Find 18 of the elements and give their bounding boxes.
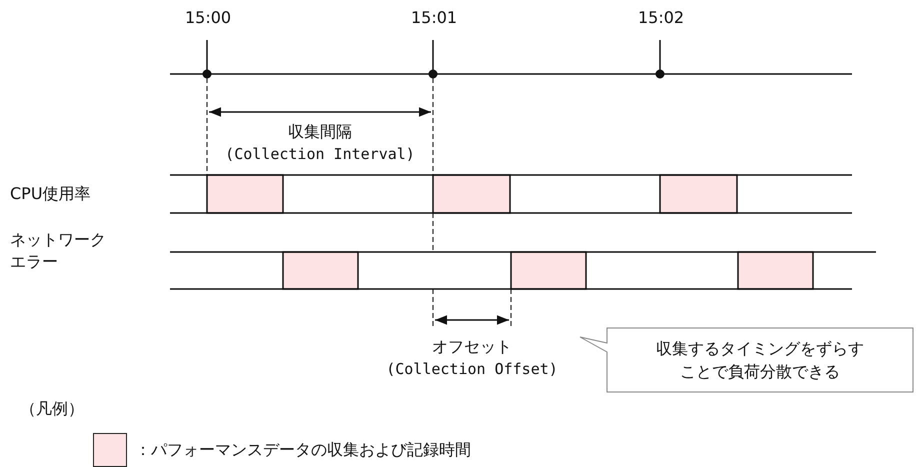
- collection-period-block: [432, 174, 511, 214]
- collection-period-block: [737, 251, 814, 290]
- legend-text: ：パフォーマンスデータの収集および記録時間: [135, 440, 471, 461]
- time-label: 15:00: [185, 8, 232, 29]
- row-label: CPU使用率: [10, 184, 91, 205]
- collection-period-block: [206, 174, 284, 214]
- interval-label: 収集間隔: [288, 122, 352, 143]
- offset-label: (Collection Offset): [386, 360, 558, 380]
- legend-title: （凡例）: [20, 399, 84, 420]
- interval-label: (Collection Interval): [225, 145, 415, 164]
- time-label: 15:02: [638, 8, 684, 29]
- callout-text: 収集するタイミングをずらすことで負荷分散できる: [655, 338, 865, 383]
- offset-label: オフセット: [432, 337, 512, 358]
- time-label: 15:01: [411, 8, 458, 29]
- collection-period-block: [282, 251, 359, 290]
- row-label: ネットワークエラー: [10, 229, 107, 274]
- collection-period-block: [510, 251, 587, 290]
- collection-period-block: [659, 174, 738, 214]
